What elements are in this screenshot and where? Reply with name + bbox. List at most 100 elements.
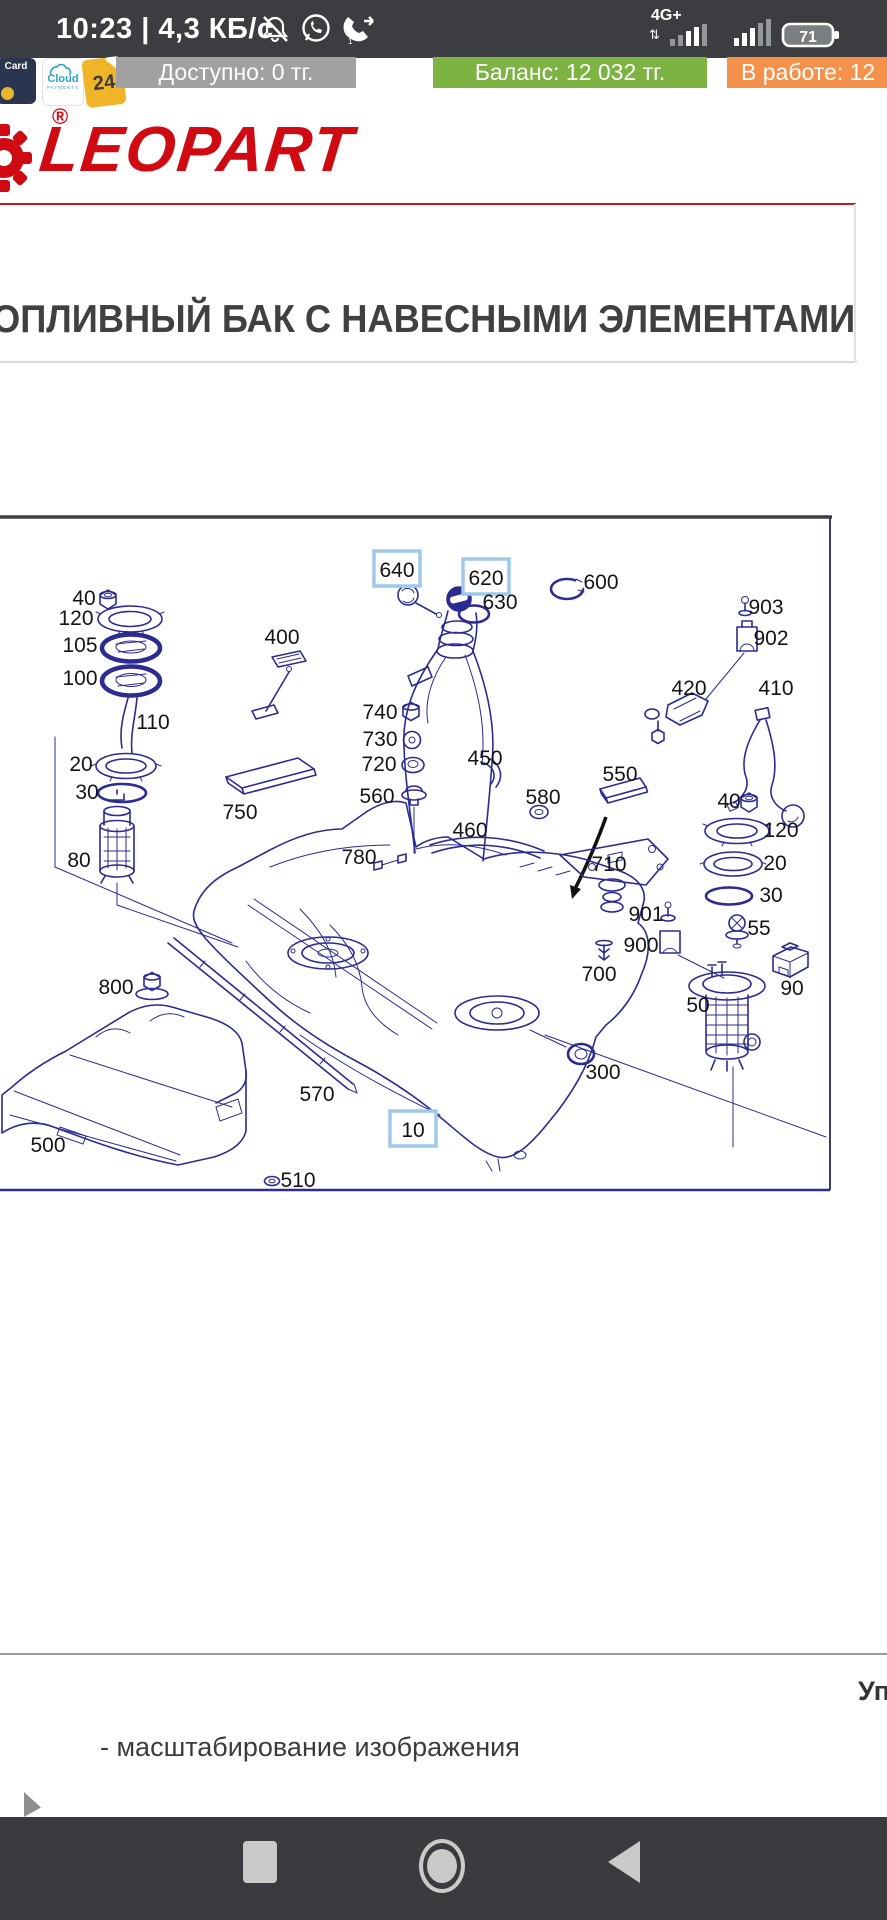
part-label-750: 750 (222, 801, 257, 824)
recents-button[interactable] (243, 1841, 277, 1883)
part-label-40: 40 (717, 790, 740, 813)
part-seal-630 (457, 604, 491, 624)
part-label-90: 90 (780, 977, 803, 1000)
call-forward-icon: 1 (343, 16, 374, 45)
part-oring-600 (549, 577, 586, 601)
highlight-box-10[interactable] (388, 1109, 438, 1148)
footer-right-text: Уп (858, 1676, 887, 1706)
badge-balance[interactable]: Баланс: 12 032 тг. (433, 57, 707, 88)
part-clamp-90 (772, 942, 809, 979)
part-ring-120-left (95, 605, 165, 636)
mute-bell-icon (261, 16, 289, 43)
part-label-901: 901 (628, 903, 663, 926)
part-label-900: 900 (623, 934, 658, 957)
part-label-30: 30 (75, 781, 98, 804)
badge-available[interactable]: Доступно: 0 тг. (116, 57, 356, 88)
part-label-630: 630 (482, 591, 517, 614)
fuel-tank-parts-diagram[interactable]: 4012010510011020308040075074073072056064… (0, 515, 887, 1195)
part-fuel-pump-80 (99, 789, 239, 948)
part-label-420: 420 (671, 677, 706, 700)
highlight-box-620[interactable] (461, 557, 511, 596)
part-label-50: 50 (686, 994, 709, 1017)
card-app-label: Card (4, 61, 28, 72)
part-label-730: 730 (362, 728, 397, 751)
part-clip-900 (659, 930, 725, 979)
footer-divider (0, 1653, 887, 1655)
part-label-902: 902 (753, 627, 788, 650)
part-oring-30-right (704, 886, 754, 906)
part-clip-902 (705, 620, 758, 700)
part-label-80: 80 (67, 849, 90, 872)
back-button[interactable] (608, 1841, 640, 1883)
fuel-tank-body (192, 800, 669, 1172)
content-right-border (854, 204, 856, 362)
part-grommet-720 (401, 756, 425, 774)
part-label-780: 780 (341, 846, 376, 869)
part-label-510: 510 (280, 1169, 315, 1192)
android-nav-bar (0, 1817, 887, 1920)
part-buffer-560 (401, 785, 427, 854)
title-divider (0, 361, 857, 363)
part-pad-550 (599, 777, 649, 804)
badge-in-progress[interactable]: В работе: 12 (727, 57, 887, 88)
part-label-640[interactable]: 640 (379, 559, 414, 582)
cloud-label: Cloud (47, 73, 79, 85)
part-seal-100-left (99, 664, 163, 698)
part-level-sender-400 (251, 650, 307, 720)
part-seal-105-left (99, 632, 163, 664)
part-heat-shield-500 (1, 1004, 248, 1166)
page-title: ОПЛИВНЫЙ БАК С НАВЕСНЫМИ ЭЛЕМЕНТАМИ (0, 298, 856, 341)
red-divider (0, 203, 856, 205)
part-label-800: 800 (98, 976, 133, 999)
card-app-icon[interactable]: Card (0, 58, 36, 104)
svg-text:1: 1 (348, 37, 353, 45)
part-ring-20-left (90, 752, 162, 782)
signal-bars-2-icon (734, 19, 771, 46)
part-nut-40-right (740, 792, 758, 813)
part-label-700: 700 (581, 963, 616, 986)
part-washer-730 (402, 730, 422, 750)
cloud-sublabel: PAYMENTS (46, 85, 80, 90)
part-lock-640 (397, 584, 442, 618)
part-label-400: 400 (264, 626, 299, 649)
part-rivet-700 (595, 939, 613, 961)
part-label-100: 100 (62, 667, 97, 690)
card-gold-circle (1, 87, 14, 100)
highlight-box-640[interactable] (372, 549, 422, 588)
updown-arrows: ⇅ (649, 27, 660, 42)
part-connector-780 (373, 853, 407, 871)
part-label-580: 580 (525, 786, 560, 809)
home-button[interactable] (419, 1839, 465, 1893)
part-oring-30-left (96, 782, 148, 804)
part-bolt-510 (263, 1175, 281, 1187)
part-label-20: 20 (69, 753, 92, 776)
part-pin-903 (738, 596, 752, 617)
part-label-620[interactable]: 620 (468, 567, 503, 590)
part-grommet-300 (529, 1029, 596, 1066)
part-ring-580 (529, 804, 549, 820)
part-label-10[interactable]: 10 (401, 1119, 424, 1142)
part-label-740: 740 (362, 701, 397, 724)
part-label-105: 105 (62, 634, 97, 657)
signal-bars-icon (670, 24, 707, 46)
part-grommets-710 (598, 878, 626, 913)
logo-text: LEOPART (36, 113, 358, 185)
home-button-inner (427, 1849, 457, 1883)
cloud-arc (49, 63, 72, 76)
part-vent-valve-420 (644, 692, 709, 745)
part-label-40: 40 (72, 587, 95, 610)
vent-pipe-460 (429, 836, 545, 859)
part-label-300: 300 (585, 1061, 620, 1084)
clock-and-speed: 10:23 | 4,3 КБ/с (56, 13, 274, 45)
status-bar: 10:23 | 4,3 КБ/с 1 4G+ ⇅ (0, 0, 887, 58)
part-label-450: 450 (467, 747, 502, 770)
part-label-600: 600 (583, 571, 618, 594)
cloud-payments-icon[interactable]: Cloud PAYMENTS (42, 58, 84, 106)
network-type-label: 4G+ (651, 7, 682, 24)
part-pump-assembly-50 (688, 961, 766, 1148)
part-label-903: 903 (748, 596, 783, 619)
logo[interactable]: ® LEOPART (0, 104, 887, 200)
gear-icon (0, 124, 32, 192)
cursor-icon (24, 1792, 41, 1817)
whatsapp-icon (302, 14, 330, 42)
